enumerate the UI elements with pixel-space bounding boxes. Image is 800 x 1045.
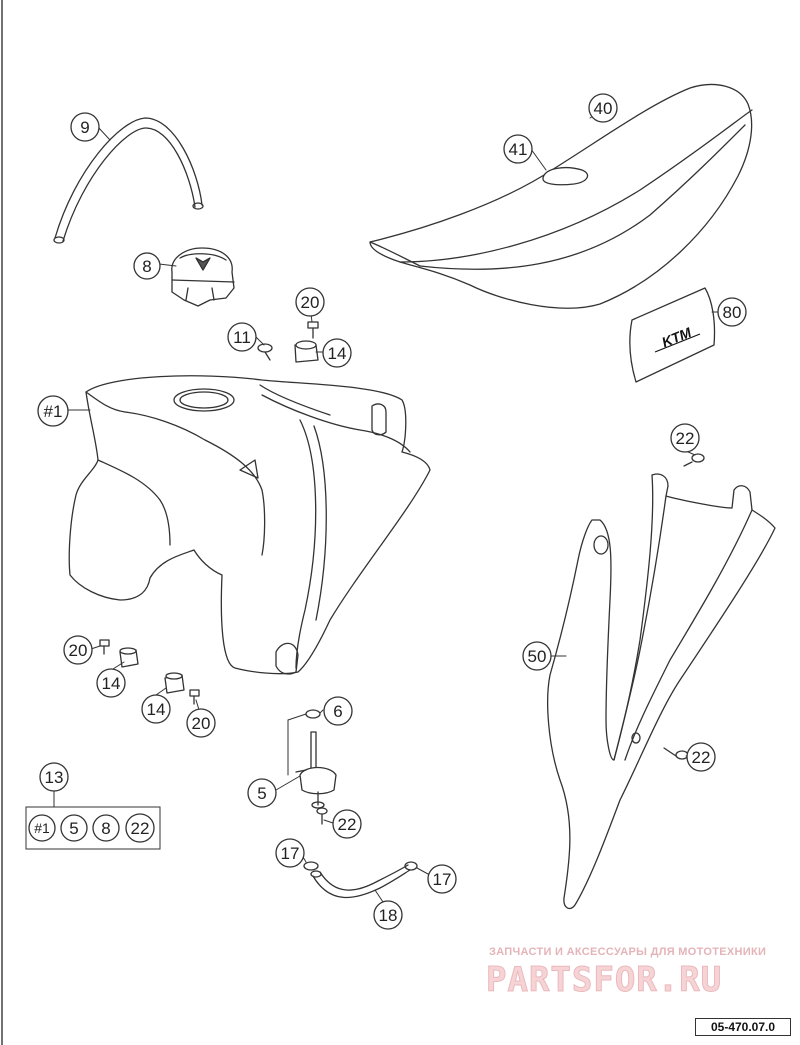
svg-text:80: 80	[723, 303, 742, 322]
part-number-label: 05-470.07.0	[695, 1018, 791, 1036]
callout-8: 8	[133, 252, 161, 280]
fuel-tank-drawing	[68, 375, 431, 675]
screw-22-right-drawing	[663, 747, 689, 760]
svg-text:17: 17	[433, 870, 452, 889]
callout-17-right: 17	[427, 864, 457, 894]
svg-text:8: 8	[142, 257, 151, 276]
svg-text:41: 41	[509, 140, 528, 159]
callout-5: 5	[247, 778, 277, 808]
svg-text:22: 22	[692, 748, 711, 767]
screw-20-left-drawing	[99, 639, 110, 655]
svg-text:22: 22	[676, 429, 695, 448]
callout-17-left: 17	[275, 838, 305, 868]
seat-pad-drawing	[542, 167, 589, 186]
fuel-cap-drawing	[171, 247, 235, 307]
callout-80: 80	[717, 297, 747, 327]
svg-text:20: 20	[192, 714, 211, 733]
screw-22-top-drawing	[683, 453, 705, 467]
bush-14-top-drawing	[294, 340, 319, 363]
screw-20-mid-drawing	[189, 689, 200, 705]
svg-text:8: 8	[101, 819, 110, 838]
o-ring-drawing	[305, 709, 321, 719]
svg-text:5: 5	[257, 784, 266, 803]
callout-18: 18	[373, 900, 403, 930]
svg-text:5: 5	[69, 819, 78, 838]
callout-14-top: 14	[322, 338, 352, 368]
callout-40: 40	[588, 93, 618, 123]
bush-14-mid-drawing	[164, 672, 185, 694]
kit-item-8: 8	[92, 814, 120, 842]
svg-text:14: 14	[328, 344, 347, 363]
svg-text:40: 40	[594, 99, 613, 118]
svg-text:50: 50	[528, 647, 547, 666]
kit-item-1: #1	[28, 814, 56, 842]
svg-text:22: 22	[338, 815, 357, 834]
svg-text:13: 13	[45, 768, 64, 787]
svg-text:14: 14	[147, 700, 166, 719]
watermark-logo: PARTSFOR.RU	[486, 960, 723, 1001]
screw-20-top-drawing	[307, 321, 319, 339]
decal-drawing	[629, 287, 716, 383]
kit-item-22: 22	[125, 813, 155, 843]
svg-text:#1: #1	[34, 820, 50, 836]
callout-13: 13	[39, 762, 69, 792]
callout-11: 11	[227, 322, 257, 352]
hose-clamp-left-drawing	[303, 861, 319, 871]
callout-22-top: 22	[670, 423, 700, 453]
callout-14-mid: 14	[141, 694, 171, 724]
callout-22-right: 22	[686, 742, 716, 772]
svg-text:9: 9	[80, 118, 89, 137]
svg-text:18: 18	[379, 906, 398, 925]
svg-text:#1: #1	[44, 402, 63, 421]
side-panel-drawing	[547, 473, 776, 910]
callout-50: 50	[522, 641, 552, 671]
fuel-tap-drawing	[295, 731, 337, 809]
callout-20-left: 20	[63, 635, 93, 665]
breather-hose-drawing	[53, 117, 204, 244]
svg-text:11: 11	[233, 328, 251, 347]
svg-text:17: 17	[281, 844, 300, 863]
callout-22-lower: 22	[332, 809, 362, 839]
svg-text:20: 20	[301, 293, 320, 312]
screw-11-drawing	[257, 343, 273, 361]
svg-text:14: 14	[102, 674, 121, 693]
callout-20-mid: 20	[186, 708, 216, 738]
hose-clamp-right-drawing	[404, 861, 418, 871]
screw-22-lower-drawing	[316, 807, 328, 825]
svg-text:20: 20	[69, 641, 88, 660]
callout-41: 41	[503, 134, 533, 164]
callouts: 9 8 40 41 20 11 14 80 #1 22 50 20 14 14 …	[28, 93, 747, 930]
watermark-caption: ЗАПЧАСТИ И АКСЕССУАРЫ ДЛЯ МОТОТЕХНИКИ	[489, 946, 767, 958]
callout-9: 9	[70, 112, 100, 142]
fuel-hose-drawing	[310, 864, 411, 899]
svg-text:22: 22	[131, 819, 150, 838]
callout-14-left: 14	[96, 668, 126, 698]
bush-14-left-drawing	[119, 647, 139, 668]
callout-1: #1	[37, 395, 69, 427]
kit-item-5: 5	[60, 814, 88, 842]
callout-6: 6	[323, 696, 353, 726]
callout-20-top: 20	[295, 287, 325, 317]
seat-drawing	[369, 83, 753, 309]
svg-text:6: 6	[333, 702, 342, 721]
